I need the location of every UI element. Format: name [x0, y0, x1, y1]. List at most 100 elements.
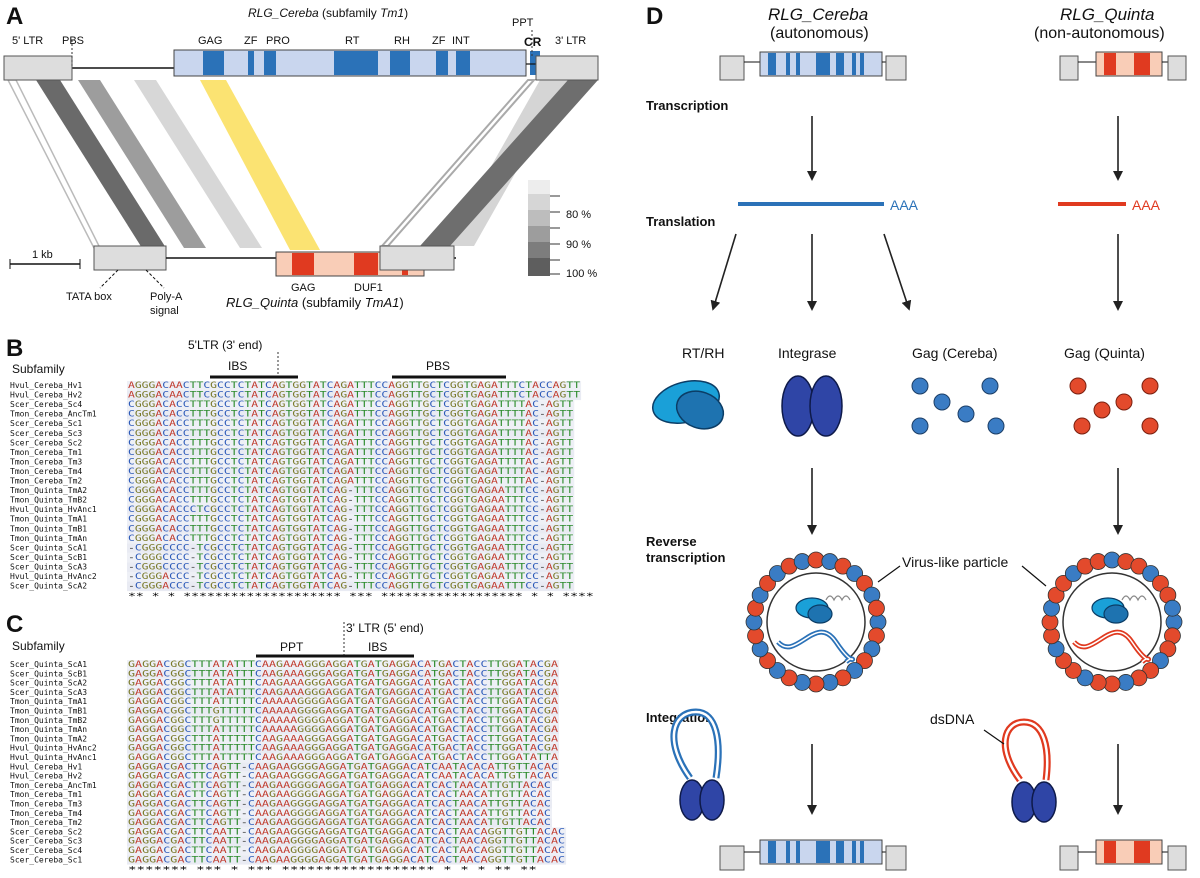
alignment-row-bg — [127, 562, 575, 572]
legend-100: 100 % — [566, 268, 597, 280]
quinta-duf-domain — [354, 253, 378, 275]
quinta-polya: AAA — [1132, 197, 1161, 213]
label-zf: ZF — [244, 35, 258, 47]
alignment-row-bg — [127, 725, 560, 735]
sequence-name: Tmon_Quinta_TmAn — [10, 534, 87, 543]
alignment-row-bg — [127, 827, 567, 837]
sequence-name: Tmon_Cereba_AncTm1 — [10, 781, 97, 790]
panel-a-label: A — [6, 3, 23, 30]
alignment-row-bg — [127, 524, 575, 534]
gag-band — [200, 80, 320, 250]
label-gag: GAG — [198, 35, 222, 47]
quinta-integration-complex — [1001, 718, 1057, 823]
label-pro: PRO — [266, 35, 290, 47]
alignment-row-bg — [127, 581, 575, 592]
alignment-row-bg — [127, 743, 560, 753]
alignment-row-bg — [127, 808, 552, 819]
sequence-name: Tmon_Cereba_Tm4 — [10, 809, 82, 818]
alignment-row-bg — [127, 687, 560, 698]
quinta-ltr5 — [93, 245, 167, 271]
capsid-subunit — [868, 599, 885, 617]
panel-b-subfamily: Subfamily — [12, 362, 65, 376]
sequence-name: Scer_Quinta_ScA2 — [10, 582, 87, 591]
quinta-gag-label: GAG — [291, 282, 315, 294]
alignment-row-bg — [127, 486, 575, 496]
step-translation: Translation — [646, 214, 715, 229]
cereba-polya: AAA — [890, 197, 919, 213]
label-cr: CR — [524, 35, 542, 49]
alignment-row-bg — [127, 706, 560, 716]
quinta-ltr3 — [379, 245, 455, 271]
label-rt: RT — [345, 35, 360, 47]
panel-c-ibs: IBS — [368, 640, 387, 654]
alignment-row-bg — [127, 762, 560, 772]
ltr-band-pale — [134, 80, 262, 248]
panel-d-label: D — [646, 3, 663, 30]
vlp-label: Virus-like particle — [902, 554, 1009, 570]
sequence-name: Tmon_Quinta_TmA1 — [10, 697, 87, 706]
alignment-row-bg — [127, 466, 575, 477]
protein-gag-quinta-label: Gag (Quinta) — [1064, 345, 1145, 361]
cereba-subheading: (autonomous) — [770, 25, 869, 42]
cereba-vlp — [745, 551, 887, 693]
step-reverse-1: Reverse — [646, 534, 697, 549]
ltr-band-dark — [36, 80, 166, 248]
alignment-row-bg — [127, 495, 575, 506]
sequence-name: Hvul_Quinta_HvAnc1 — [10, 505, 97, 514]
sequence-name: Scer_Quinta_ScB1 — [10, 553, 87, 562]
cereba-element-bottom — [719, 839, 907, 871]
step-transcription: Transcription — [646, 98, 728, 113]
panel-c-label: C — [6, 611, 23, 638]
alignment-row-bg — [127, 505, 575, 515]
label-5ltr: 5' LTR — [12, 35, 43, 47]
cereba-heading: RLG_Cereba — [768, 5, 868, 24]
quinta-title: RLG_Quinta (subfamily TmA1) — [226, 295, 404, 310]
polya-label-2: signal — [150, 305, 179, 317]
sequence-name: Tmon_Cereba_Tm2 — [10, 477, 82, 486]
panel-a: A RLG_Cereba (subfamily Tm1) 5' — [3, 3, 599, 317]
protein-rtrh-label: RT/RH — [682, 345, 725, 361]
sequence-name: Scer_Cereba_Sc3 — [10, 429, 82, 438]
sequence-name: Tmon_Cereba_Tm3 — [10, 457, 82, 466]
label-rh: RH — [394, 35, 410, 47]
rtrh-protein — [652, 380, 725, 430]
panel-b-label: B — [6, 335, 23, 362]
panel-b-ltr-end: 5'LTR (3' end) — [188, 338, 262, 352]
alignment-row-bg — [127, 771, 560, 781]
panel-b-pbs: PBS — [426, 359, 450, 373]
alignment-row-bg — [127, 799, 552, 809]
sequence-name: Hvul_Quinta_HvAnc1 — [10, 753, 97, 762]
ltr-band-mid — [78, 80, 206, 248]
sequence-name: Scer_Cereba_Sc4 — [10, 400, 82, 409]
alignment-row-bg — [127, 855, 567, 865]
panel-c-subfamily: Subfamily — [12, 639, 65, 653]
protein-integrase-label: Integrase — [778, 345, 837, 361]
cereba-ltr5 — [3, 55, 73, 81]
sequence-name: Tmon_Cereba_Tm4 — [10, 467, 82, 476]
sequence-name: Tmon_Cereba_AncTm1 — [10, 410, 97, 419]
alignment-row-bg — [127, 447, 575, 458]
quinta-element-bottom — [1059, 839, 1187, 871]
sequence-name: Scer_Quinta_ScA2 — [10, 679, 87, 688]
